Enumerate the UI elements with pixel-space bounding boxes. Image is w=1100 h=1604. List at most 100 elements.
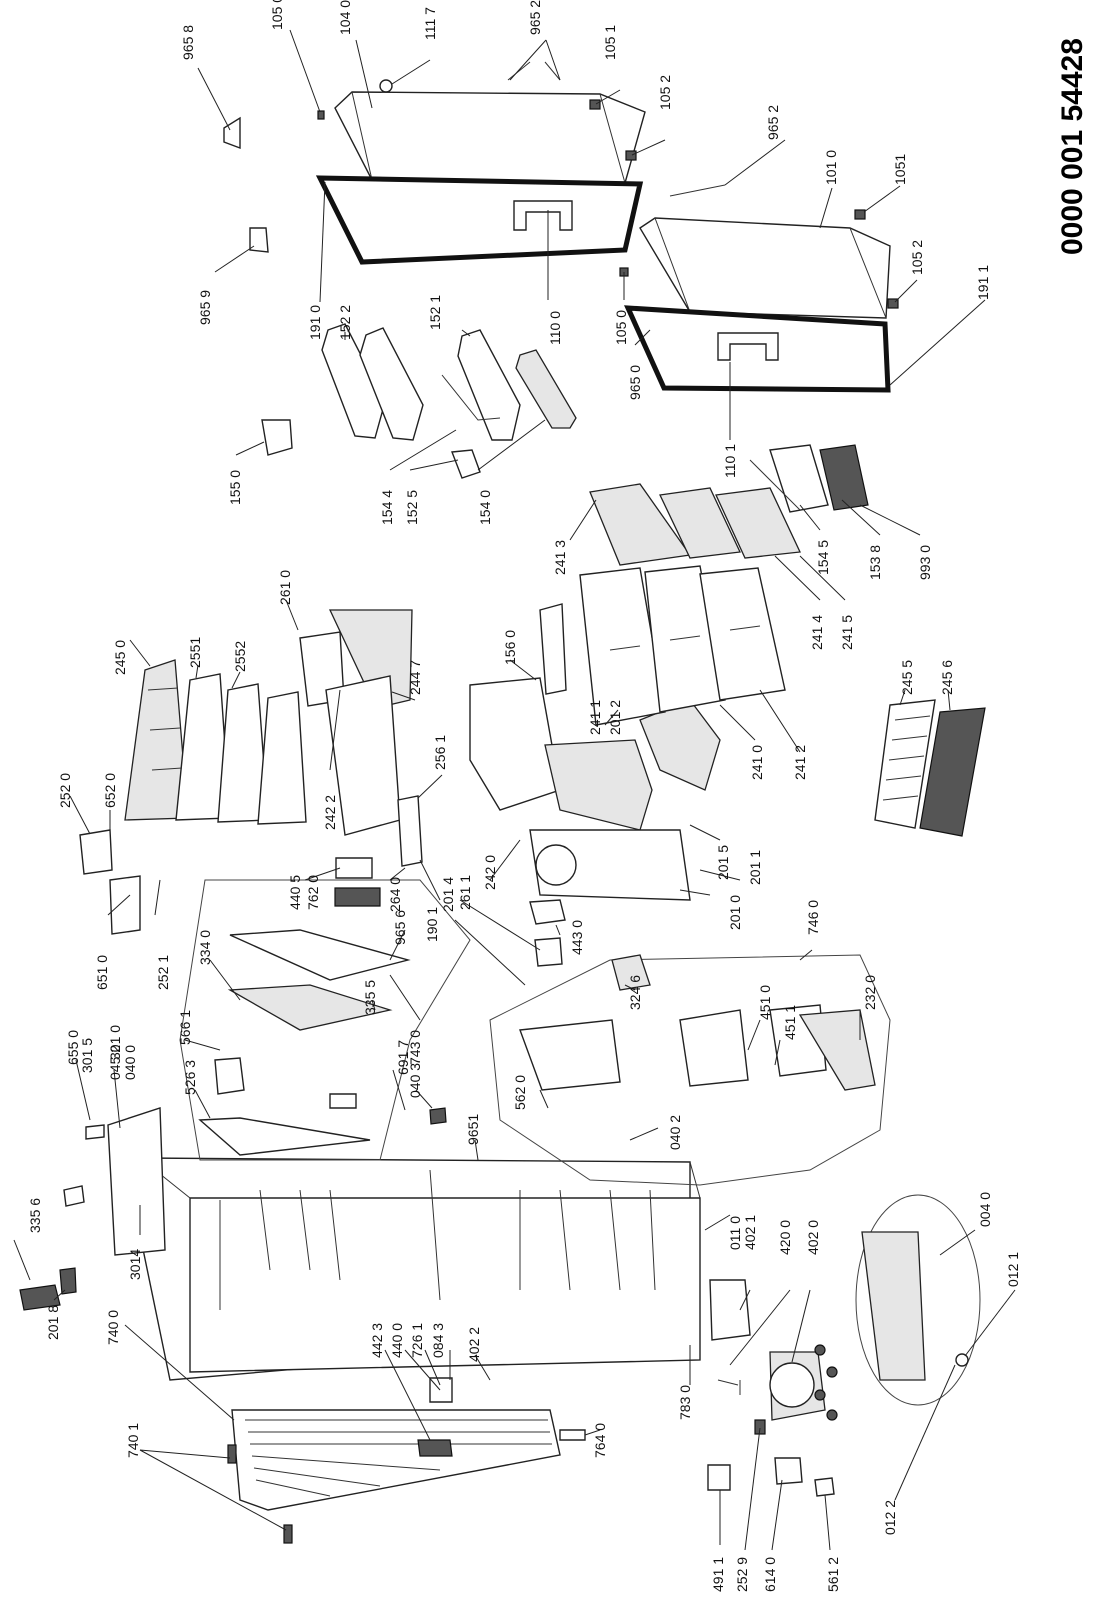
freezer-drawers (579, 444, 869, 726)
callout-label: 190 1 (424, 907, 440, 942)
callout-label: 965 2 (527, 0, 543, 35)
callout-label: 040 0 (122, 1045, 138, 1080)
callout-label: 154 5 (815, 540, 831, 575)
callout-label: 245 0 (112, 640, 128, 675)
fridge-compartment-parts (299, 603, 721, 967)
callout-label: 335 6 (27, 1198, 43, 1233)
callout-label: 252 9 (734, 1557, 750, 1592)
callout-label: 191 1 (975, 265, 991, 300)
callout-label: 691 7 (395, 1040, 411, 1075)
compressor (707, 1279, 838, 1497)
glass-shelves (124, 659, 307, 825)
callout-label: 201 1 (747, 850, 763, 885)
fan-evaporator-parts (198, 929, 876, 1156)
callout-label: 111 7 (422, 7, 438, 40)
callout-label: 652 0 (102, 773, 118, 808)
callout-label: 084 3 (430, 1323, 446, 1358)
callout-label: 252 0 (57, 773, 73, 808)
callout-label: 105 2 (657, 75, 673, 110)
callout-label: 491 1 (710, 1557, 726, 1592)
callout-label: 201 8 (45, 1305, 61, 1340)
callout-label: 965 6 (392, 910, 408, 945)
callout-label: 2552 (232, 641, 248, 672)
callout-label: 301 5 (79, 1038, 95, 1073)
callout-label: 110 0 (547, 311, 563, 345)
callout-label: 201 2 (607, 700, 623, 735)
callout-label: 105 0 (269, 0, 285, 30)
callout-label: 241 1 (587, 700, 603, 735)
callout-label: 152 1 (427, 295, 443, 330)
callout-label: 241 0 (749, 745, 765, 780)
callout-label: 232 0 (862, 975, 878, 1010)
lower-door (639, 217, 891, 319)
callout-label: 743 0 (407, 1030, 423, 1065)
callout-label: 105 1 (602, 25, 618, 60)
callout-label: 152 2 (337, 305, 353, 340)
callout-label: 420 0 (777, 1220, 793, 1255)
callout-label: 402 2 (466, 1327, 482, 1362)
callout-label: 241 2 (792, 745, 808, 780)
callout-label: 440 0 (389, 1323, 405, 1358)
callout-label: 264 0 (387, 877, 403, 912)
callout-labels: 965 8 105 0 104 0 111 7 965 2 105 1 105 … (27, 0, 1021, 1592)
callout-label: 242 2 (322, 795, 338, 830)
callout-label: 110 1 (722, 444, 738, 478)
callout-label: 301 0 (107, 1025, 123, 1060)
callout-label: 101 0 (823, 150, 839, 185)
condenser (227, 1377, 586, 1544)
callout-label: 562 0 (512, 1075, 528, 1110)
callout-label: 012 1 (1005, 1252, 1021, 1287)
callout-label: 201 0 (727, 895, 743, 930)
callout-label: 965 8 (180, 25, 196, 60)
callout-label: 746 0 (805, 900, 821, 935)
callout-label: 045 2 (107, 1045, 123, 1080)
callout-label: 201 5 (715, 845, 731, 880)
callout-label: 191 0 (307, 305, 323, 340)
callout-label: 105 2 (909, 240, 925, 275)
leader-lines (13, 29, 1016, 1551)
callout-label: 566 1 (177, 1010, 193, 1045)
callout-label: 153 8 (867, 545, 883, 580)
callout-label: 004 0 (977, 1192, 993, 1227)
callout-label: 651 0 (94, 955, 110, 990)
callout-label: 252 1 (155, 955, 171, 990)
callout-label: 655 0 (65, 1030, 81, 1065)
callout-label: 2551 (187, 637, 203, 668)
callout-label: 012 2 (882, 1500, 898, 1535)
callout-label: 740 1 (125, 1423, 141, 1458)
callout-label: 762 0 (305, 875, 321, 910)
callout-label: 442 3 (369, 1323, 385, 1358)
bottom-plate (861, 1231, 969, 1381)
callout-label: 3014 (127, 1249, 143, 1280)
callout-label: 993 0 (917, 545, 933, 580)
callout-label: 965 2 (765, 105, 781, 140)
callout-label: 965 0 (627, 365, 643, 400)
callout-label: 764 0 (592, 1423, 608, 1458)
document-number: 0000 001 54428 (1056, 38, 1089, 255)
callout-label: 011 0 (727, 1216, 743, 1250)
wire-racks (874, 699, 986, 837)
callout-label: 040 2 (667, 1115, 683, 1150)
lower-door-gasket (624, 305, 891, 393)
callout-label: 965 9 (197, 290, 213, 325)
callout-label: 526 3 (182, 1060, 198, 1095)
callout-label: 451 1 (782, 1005, 798, 1040)
callout-label: 241 4 (809, 615, 825, 650)
callout-label: 451 0 (757, 985, 773, 1020)
callout-label: 244 7 (407, 660, 423, 695)
callout-label: 256 1 (432, 735, 448, 770)
callout-label: 105 0 (613, 310, 629, 345)
callout-label: 9651 (465, 1114, 481, 1145)
callout-label: 241 3 (552, 540, 568, 575)
callout-label: 242 0 (482, 855, 498, 890)
callout-label: 154 0 (477, 490, 493, 525)
callout-label: 783 0 (677, 1385, 693, 1420)
cabinet-body (107, 1107, 701, 1381)
upper-door (334, 79, 646, 184)
callout-label: 726 1 (409, 1323, 425, 1358)
group-outlines (179, 879, 981, 1406)
callout-label: 155 0 (227, 470, 243, 505)
callout-label: 402 0 (805, 1220, 821, 1255)
callout-label: 245 6 (939, 660, 955, 695)
